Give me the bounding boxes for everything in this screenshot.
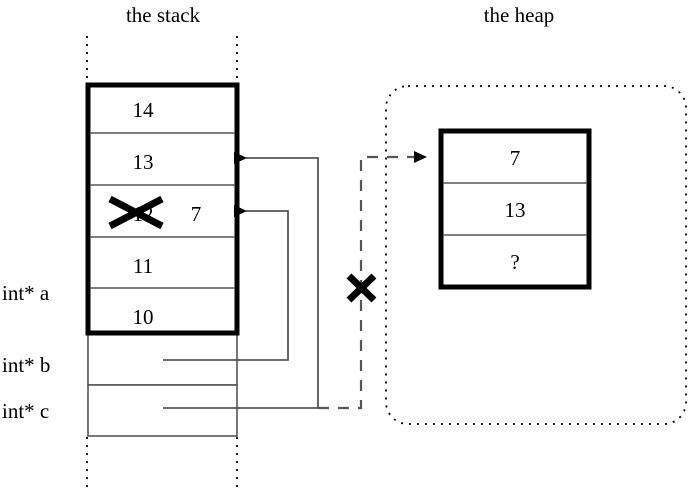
struck-value-x-icon — [108, 195, 164, 230]
var-label-a: int* a — [2, 281, 50, 305]
stack-var-cell-b — [87, 332, 238, 386]
pointer-c-to-stack-cell — [163, 152, 319, 409]
broken-pointer-c-to-heap — [318, 151, 427, 410]
pointer-b-to-stack-cell — [163, 205, 289, 361]
stack-cell-replacement-value: 7 — [191, 202, 202, 226]
var-label-b: int* b — [2, 353, 50, 377]
heap-cell-value-1: 13 — [505, 198, 526, 222]
heap-title: the heap — [484, 3, 555, 27]
var-label-c: int* c — [2, 399, 49, 423]
stack-cell-value-4: 10 — [133, 305, 154, 329]
stack-allocated-block — [85, 82, 240, 336]
stack-cell-value-0: 14 — [133, 98, 155, 122]
stack-var-cell-c — [87, 384, 238, 437]
heap-boundary — [385, 85, 687, 425]
heap-cell-value-0: 7 — [510, 146, 521, 170]
stack-cell-value-1: 13 — [133, 150, 154, 174]
heap-allocated-block — [438, 128, 592, 290]
stack-title: the stack — [126, 3, 201, 27]
stack-cell-value-3: 11 — [133, 254, 153, 278]
broken-pointer-x-icon — [346, 273, 377, 303]
heap-cell-value-2: ? — [510, 250, 519, 274]
